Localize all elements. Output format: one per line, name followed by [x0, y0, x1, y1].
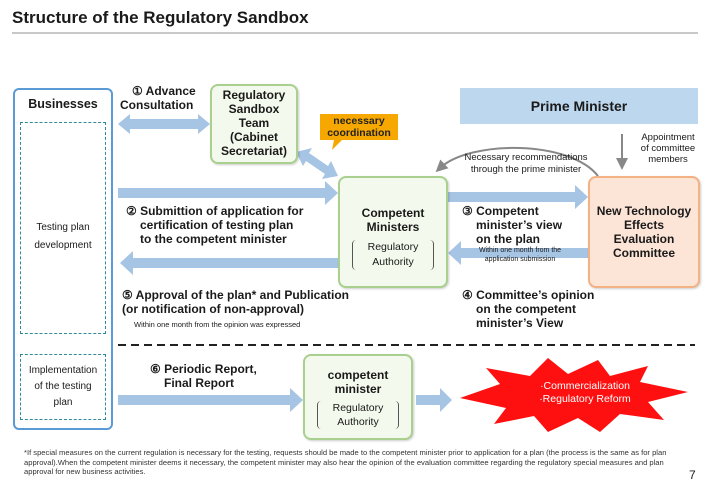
step-3-note-line-2: application submission: [484, 255, 556, 263]
step-5-line-1: ⑤ Approval of the plan* and Publication: [122, 288, 349, 302]
competent-minister-sub-2: Authority: [337, 416, 379, 428]
sandbox-team-line-2: Sandbox: [228, 102, 280, 116]
testing-plan-line-2: development: [34, 240, 92, 251]
sandbox-team-line-3: Team: [238, 116, 270, 130]
step-2-line-1: ② Submittion of application for: [126, 204, 304, 218]
arrow-committee-opinion: [448, 241, 588, 265]
step-4-label: ④ Committee’s opinion on the competent m…: [462, 288, 594, 330]
step-3-note: Within one month from the application su…: [462, 247, 578, 264]
committee-line-2: Effects: [623, 218, 664, 232]
committee-line-1: New Technology: [596, 204, 692, 218]
arrow-approval: [120, 251, 338, 275]
step-5-label: ⑤ Approval of the plan* and Publication …: [122, 288, 349, 316]
recommendations-line-2: through the prime minister: [470, 164, 582, 175]
step-3-label: ③ Competent minister’s view on the plan: [462, 204, 562, 246]
step-2-line-2: certification of testing plan: [140, 218, 294, 232]
competent-ministers-authority: Regulatory Authority: [352, 240, 434, 270]
appointment-text: Appointment of committee members: [628, 132, 708, 165]
step-3-line-1: ③ Competent: [462, 204, 539, 218]
step-3-note-line-1: Within one month from the: [478, 247, 562, 254]
outcome-regulatory-reform: ·Regulatory Reform: [539, 393, 631, 405]
coordination-callout: [320, 114, 398, 150]
page-number: 7: [689, 468, 696, 482]
outcomes-text: ·Commercialization ·Regulatory Reform: [520, 380, 650, 406]
arrow-submission: [118, 181, 338, 205]
competent-ministers-sub-1: Regulatory: [367, 241, 419, 253]
step-6-line-1: ⑥ Periodic Report,: [150, 362, 257, 376]
step-1-line-2: Consultation: [120, 98, 194, 112]
prime-minister-box: Prime Minister: [460, 88, 698, 124]
step-1-line-1: ① Advance: [132, 84, 196, 98]
step-6-label: ⑥ Periodic Report, Final Report: [150, 362, 257, 390]
arrow-ministers-view: [446, 185, 588, 209]
step-4-line-3: minister’s View: [476, 316, 564, 330]
competent-ministers-title-1: Competent: [361, 206, 425, 220]
step-4-line-1: ④ Committee’s opinion: [462, 288, 595, 302]
implementation-line-1: Implementation: [28, 365, 98, 376]
implementation-line-3: plan: [53, 397, 73, 408]
outcomes-burst: [460, 358, 688, 432]
step-1-label: ① Advance Consultation: [120, 84, 196, 112]
implementation-box: Implementation of the testing plan: [20, 354, 106, 420]
recommendations-text: Necessary recommendations through the pr…: [450, 152, 602, 176]
appointment-line-2: of committee: [640, 143, 696, 154]
evaluation-committee-box: New Technology Effects Evaluation Commit…: [588, 176, 700, 288]
committee-line-4: Committee: [612, 246, 675, 260]
arrow-to-outcomes: [416, 388, 452, 412]
sandbox-team-line-1: Regulatory: [222, 88, 286, 102]
sandbox-team-line-5: Secretariat): [220, 144, 288, 158]
coordination-line-1: necessary: [333, 115, 385, 127]
competent-minister-authority: Regulatory Authority: [317, 401, 399, 429]
competent-minister-box: competent minister Regulatory Authority: [303, 354, 413, 440]
implementation-line-2: of the testing: [34, 381, 92, 392]
arrow-periodic-report: [118, 388, 303, 412]
step-5-note: Within one month from the opinion was ex…: [134, 320, 301, 329]
testing-plan-development-box: Testing plan development: [20, 122, 106, 334]
competent-ministers-title-2: Ministers: [366, 220, 420, 234]
arrow-recommendations: [435, 147, 599, 177]
outcome-commercialization: ·Commercialization: [540, 380, 630, 392]
step-4-line-2: on the competent: [476, 302, 577, 316]
appointment-line-1: Appointment: [641, 132, 695, 143]
coordination-line-2: coordination: [327, 127, 391, 139]
title-divider: [12, 32, 698, 34]
competent-minister-sub-1: Regulatory: [332, 402, 384, 414]
appointment-line-3: members: [648, 154, 688, 165]
coordination-text: necessary coordination: [318, 115, 400, 139]
testing-plan-line-1: Testing plan: [36, 222, 90, 233]
competent-minister-title-2: minister: [334, 382, 382, 396]
step-3-line-3: on the plan: [476, 232, 540, 246]
step-3-line-2: minister’s view: [476, 218, 563, 232]
businesses-label: Businesses: [28, 97, 98, 111]
competent-minister-title-1: competent: [327, 368, 389, 382]
competent-ministers-box: Competent Ministers Regulatory Authority: [338, 176, 448, 288]
sandbox-team-line-4: (Cabinet: [230, 130, 278, 144]
recommendations-line-1: Necessary recommendations: [464, 152, 588, 163]
step-2-line-3: to the competent minister: [140, 232, 287, 246]
page-title: Structure of the Regulatory Sandbox: [12, 8, 309, 27]
arrow-advance-consultation: [118, 114, 210, 134]
step-6-line-2: Final Report: [164, 376, 235, 390]
step-2-label: ② Submittion of application for certific…: [126, 204, 303, 246]
competent-ministers-sub-2: Authority: [372, 256, 414, 268]
committee-line-3: Evaluation: [613, 232, 675, 246]
step-5-line-2: (or notification of non-approval): [122, 302, 304, 316]
sandbox-team-box: Regulatory Sandbox Team (Cabinet Secreta…: [210, 84, 298, 164]
footnote: *If special measures on the current regu…: [24, 448, 667, 476]
arrow-team-ministers: [296, 148, 338, 179]
